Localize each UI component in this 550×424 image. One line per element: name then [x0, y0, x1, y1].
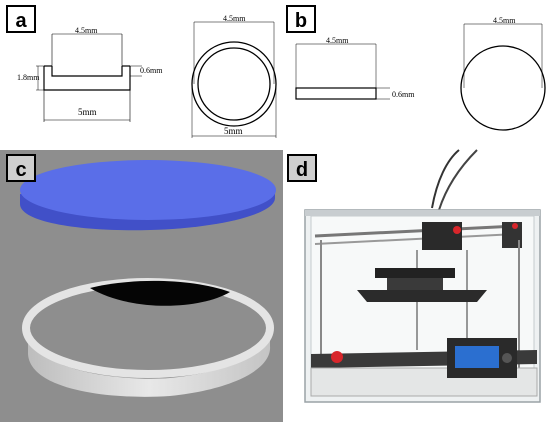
panel-a-top-width-label: 4.5mm	[75, 26, 98, 35]
panel-b-width-label: 4.5mm	[326, 36, 349, 45]
panel-a-cross-section-drawing	[36, 33, 142, 122]
panel-a-label: a	[6, 5, 36, 33]
panel-c-3d-drawing	[20, 160, 276, 397]
3d-printer-illustration	[304, 149, 541, 403]
panel-a-inner-diameter-label: 4.5mm	[223, 14, 246, 23]
panel-a-outer-diameter-label: 5mm	[224, 126, 243, 136]
panel-c-render	[0, 150, 283, 422]
panel-a-height-label: 1.8mm	[17, 73, 40, 82]
panel-c-label: c	[6, 154, 36, 182]
panel-d-photo	[297, 149, 550, 422]
panel-b-label: b	[286, 5, 316, 33]
panel-b-top-view-drawing	[460, 23, 546, 131]
panel-a-top-view-drawing	[191, 21, 277, 138]
panel-b-cross-section-drawing	[295, 43, 390, 100]
ring-inner-shadow	[90, 280, 230, 306]
panel-b-thickness-label: 0.6mm	[392, 90, 415, 99]
panel-d-label: d	[287, 154, 317, 182]
ring-outer-wall	[28, 328, 271, 397]
panel-a-bottom-width-label: 5mm	[78, 107, 97, 117]
panel-b-diameter-label: 4.5mm	[493, 16, 516, 25]
panel-a-thickness-label: 0.6mm	[140, 66, 163, 75]
disc-top	[20, 160, 276, 220]
